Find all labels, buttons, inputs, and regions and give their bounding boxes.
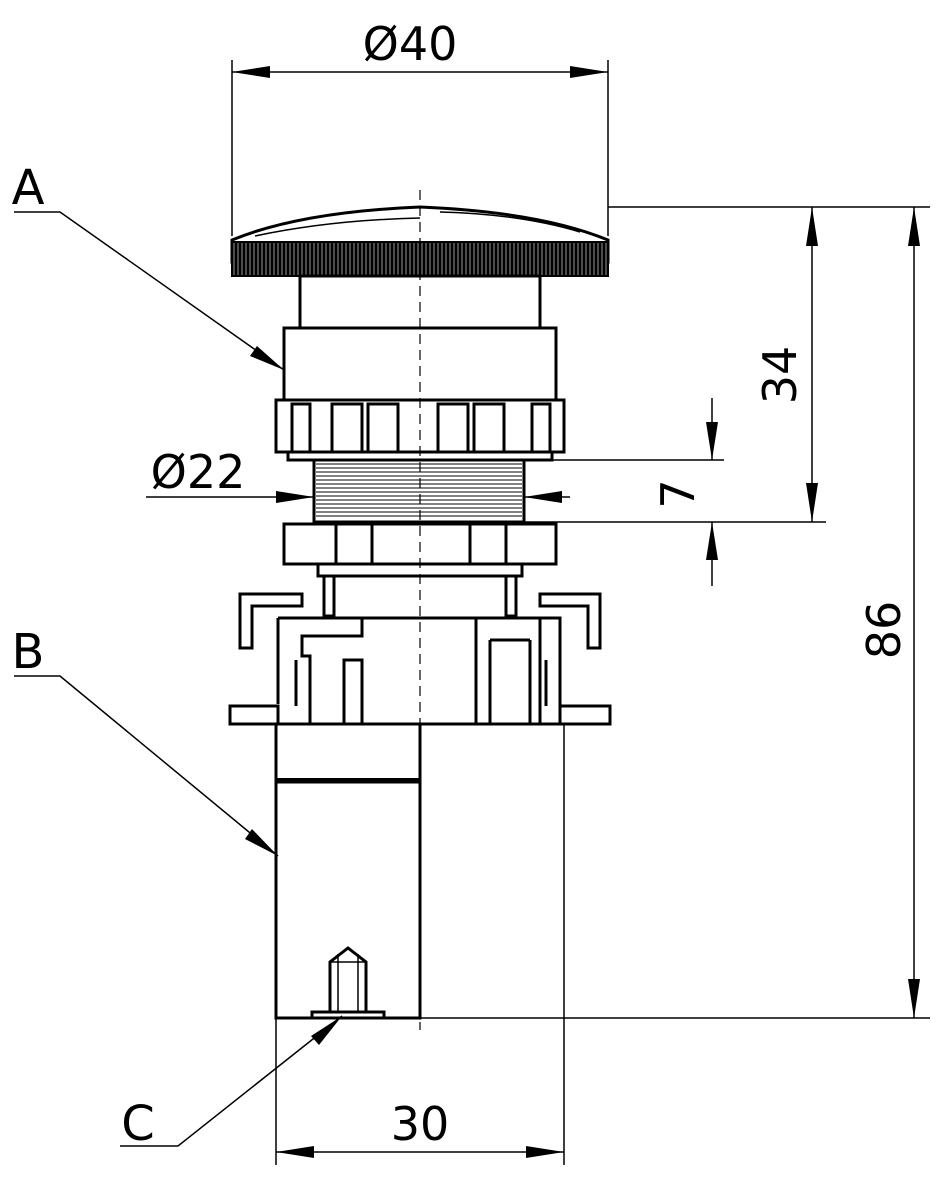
hex-nut	[282, 522, 558, 578]
head-diameter-label: Ø40	[363, 17, 458, 71]
terminal	[310, 946, 386, 1020]
leader-c	[120, 1015, 343, 1147]
head-height-label: 34	[753, 346, 807, 405]
leader-a	[14, 211, 285, 371]
dimension-total-height	[420, 207, 930, 1019]
thread-length-label: 7	[651, 479, 705, 508]
contact-width-label: 30	[391, 1097, 450, 1151]
label-b: B	[12, 624, 45, 680]
leader-b	[14, 675, 279, 857]
dimension-thread-length	[524, 398, 724, 586]
mushroom-head	[230, 205, 610, 277]
total-height-label: 86	[857, 601, 911, 660]
fixing-adapter	[228, 576, 612, 726]
thread-diameter-label: Ø22	[151, 445, 246, 499]
dimension-head-height	[524, 206, 930, 523]
thread-section	[312, 458, 526, 524]
contact-block	[274, 722, 422, 1020]
label-c: C	[121, 1096, 155, 1152]
dimension-contact-width	[275, 724, 565, 1165]
dimension-head-diameter	[231, 60, 609, 236]
dimension-thread-diameter	[146, 491, 570, 503]
label-a: A	[12, 160, 45, 216]
